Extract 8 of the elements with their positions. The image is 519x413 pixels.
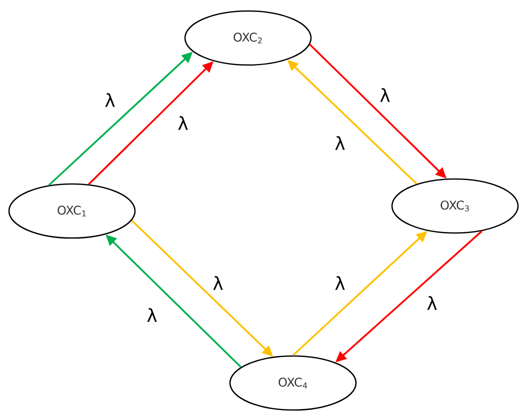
edge-label: λ [335,136,345,150]
edge-label: λ [178,116,188,130]
edge-label: λ [427,296,437,310]
edge-label: λ [147,308,157,322]
edge-label: λ [380,88,390,102]
edge-label: λ [105,93,115,107]
edge-label: λ [335,276,345,290]
edge-label: λ [213,276,223,290]
